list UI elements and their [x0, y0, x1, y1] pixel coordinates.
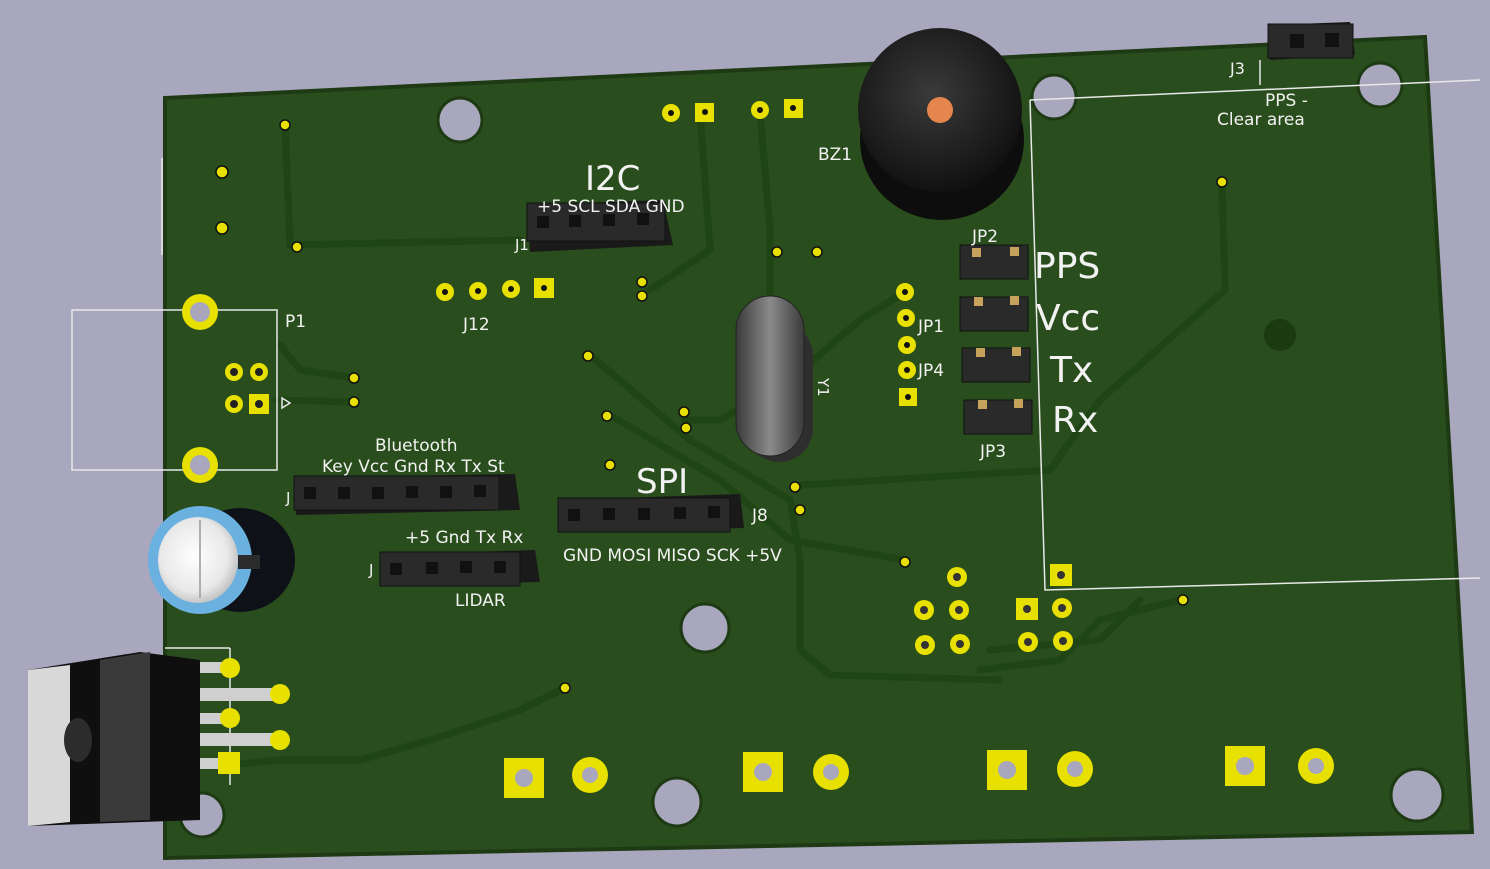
label-j3: J3 — [1229, 59, 1245, 78]
label-j8: J8 — [751, 506, 768, 526]
center-pad-cluster — [914, 564, 1073, 655]
label-vcc: Vcc — [1036, 298, 1100, 339]
label-y1: Y1 — [814, 377, 832, 397]
crystal-y1 — [735, 295, 813, 462]
label-j12: J12 — [462, 315, 490, 335]
label-bt-pins: Key Vcc Gnd Rx Tx St — [322, 457, 505, 477]
label-tx-jumper: Tx — [1049, 350, 1093, 391]
label-jp3: JP3 — [979, 442, 1006, 462]
silkscreen-outlines — [71, 60, 1481, 785]
label-pps-clear: PPS - — [1265, 91, 1308, 111]
label-lidar-pins: +5 Gnd Tx Rx — [405, 528, 523, 548]
spi-header — [557, 494, 744, 533]
label-i2c-pins: +5 SCL SDA GND — [537, 197, 685, 217]
lidar-header — [379, 550, 540, 587]
label-pps: PPS — [1034, 246, 1100, 287]
label-j1: J1 — [514, 236, 529, 254]
buzzer-bz1 — [858, 28, 1024, 220]
label-j-bt: J — [285, 489, 290, 507]
label-jp4: JP4 — [917, 361, 944, 381]
copper-traces — [226, 108, 1229, 769]
mounting-holes — [178, 61, 1445, 839]
label-spi-pins: GND MOSI MISO SCK +5V — [563, 546, 782, 566]
top-pads — [662, 99, 803, 122]
label-bluetooth: Bluetooth — [375, 436, 458, 456]
label-p1: P1 — [285, 312, 306, 332]
label-i2c: I2C — [585, 159, 640, 199]
label-clear-area: Clear area — [1217, 110, 1305, 130]
label-spi: SPI — [636, 462, 688, 502]
voltage-regulator — [28, 652, 290, 826]
p1-pads — [182, 294, 269, 483]
bottom-terminal-pads — [504, 746, 1334, 798]
label-jp1: JP1 — [917, 317, 944, 337]
electrolytic-capacitor — [148, 506, 295, 614]
j3-header — [1267, 22, 1355, 60]
silkscreen-labels: I2C +5 SCL SDA GND J1 BZ1 J3 PPS - Clear… — [285, 59, 1308, 611]
label-bz1: BZ1 — [818, 145, 852, 165]
fiducial — [1264, 319, 1296, 351]
jumper-headers — [959, 244, 1033, 435]
y1-side-pads — [896, 283, 917, 406]
label-jp2: JP2 — [971, 227, 998, 247]
label-j-lidar: J — [368, 561, 373, 579]
i2c-header — [526, 200, 673, 252]
vias — [215, 119, 1228, 694]
j12-pads — [436, 278, 554, 301]
label-lidar: LIDAR — [455, 591, 506, 611]
label-rx-jumper: Rx — [1052, 400, 1098, 441]
bluetooth-header — [293, 474, 520, 515]
